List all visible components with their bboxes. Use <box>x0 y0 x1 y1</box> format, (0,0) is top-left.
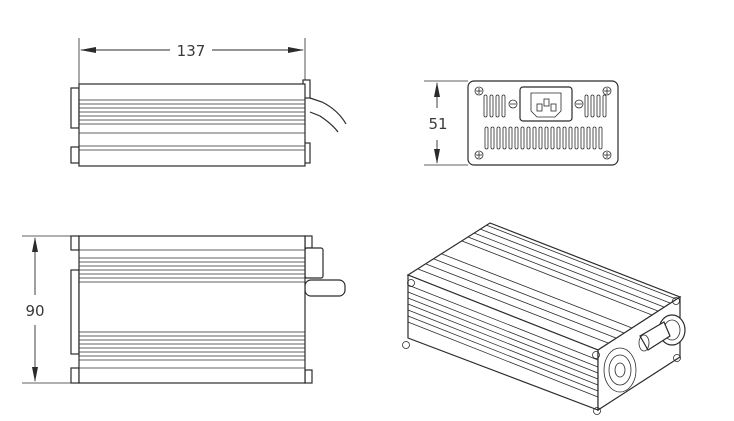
width-dimension: 90 <box>25 237 45 382</box>
vent-slots-top-right <box>584 94 607 118</box>
height-dimension: 51 <box>428 82 448 164</box>
fan-grille-icon <box>603 347 637 393</box>
top-fins <box>417 224 677 344</box>
cable-gland-icon <box>638 314 686 352</box>
length-dimension: 137 <box>80 42 304 60</box>
end-view: 51 <box>424 80 619 166</box>
width-label: 90 <box>25 302 44 320</box>
length-label: 137 <box>177 42 206 60</box>
power-socket <box>508 86 584 122</box>
front-fins <box>407 284 599 398</box>
vent-slots-bottom <box>484 126 603 150</box>
isometric-view <box>402 222 686 415</box>
plan-view: 90 <box>22 235 346 384</box>
vent-slots-top-left <box>483 94 506 118</box>
corner-screw-icons <box>474 86 612 160</box>
side-view: 137 <box>70 38 347 167</box>
height-label: 51 <box>428 115 447 133</box>
